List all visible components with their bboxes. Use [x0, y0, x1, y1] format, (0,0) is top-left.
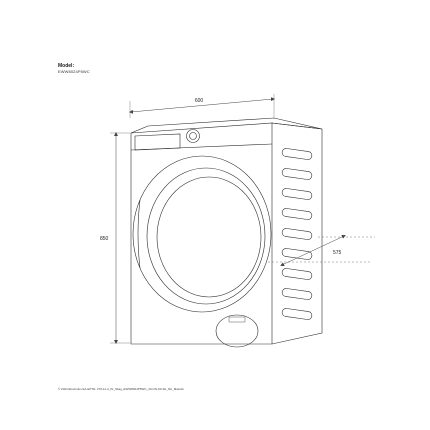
depth-dimension: 575 — [268, 235, 375, 266]
height-value: 850 — [100, 236, 109, 242]
footer-caption: © 2024 Electrolux EA.EPTE: 270-11-4_IN_S… — [58, 387, 184, 391]
door-inner — [146, 167, 266, 305]
width-dimension: 600 — [129, 94, 275, 118]
machine-side — [271, 122, 323, 345]
detergent-drawer — [134, 133, 181, 151]
model-number: EWW8024P5WC — [58, 68, 90, 74]
model-info: Model: EWW8024P5WC — [58, 63, 90, 74]
width-value: 600 — [195, 98, 204, 104]
width-dimension-line — [129, 97, 275, 114]
depth-value: 575 — [333, 250, 342, 256]
washing-machine — [130, 117, 323, 348]
height-dimension: 850 — [100, 132, 130, 344]
model-label: Model: — [58, 63, 75, 69]
control-knob-icon — [186, 129, 200, 143]
side-vents — [281, 148, 313, 320]
door-glass — [156, 176, 262, 298]
filter-cover — [215, 314, 259, 348]
door-outer — [132, 155, 272, 313]
depth-dimension-line — [280, 235, 346, 266]
